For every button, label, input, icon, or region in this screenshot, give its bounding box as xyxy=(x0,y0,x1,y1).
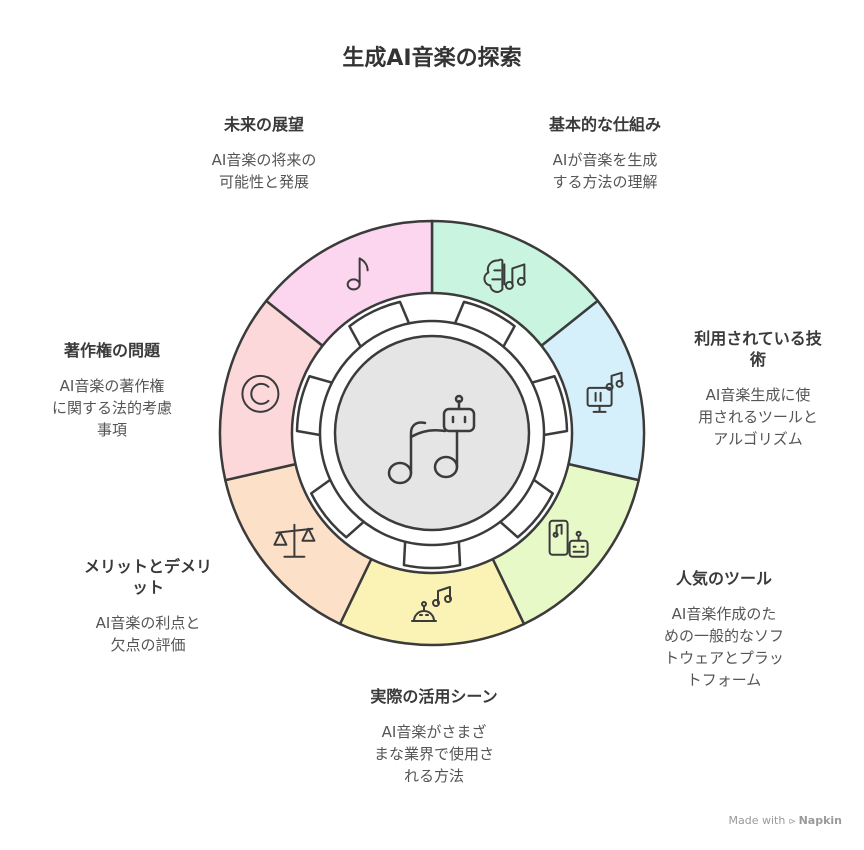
label-proscons-title-line: メリットとデメリ xyxy=(83,557,212,576)
label-tools-desc-line: トフォーム xyxy=(686,671,762,689)
label-future-desc-line: AI音楽の将来の xyxy=(211,151,317,169)
label-future-title: 未来の展望 xyxy=(166,114,362,135)
wheel-segments xyxy=(218,219,646,647)
scales-icon xyxy=(273,523,316,558)
label-technology-title: 利用されている技術 xyxy=(664,328,852,370)
label-usecases: 実際の活用シーン AI音楽がさまざまな業界で使用される方法 xyxy=(336,686,532,787)
wheel-segment xyxy=(265,219,434,347)
label-proscons-title-line: ット xyxy=(131,578,164,597)
label-future-desc: AI音楽の将来の可能性と発展 xyxy=(166,149,362,193)
wheel-segment xyxy=(338,557,526,647)
label-mechanism-desc: AIが音楽を生成する方法の理解 xyxy=(510,149,700,193)
page-title: 生成AI音楽の探索 xyxy=(342,46,522,71)
label-proscons-desc-line: 欠点の評価 xyxy=(110,636,186,654)
label-usecases-title-line: 実際の活用シーン xyxy=(370,687,498,706)
phone-robot-icon xyxy=(548,519,589,558)
label-tools-desc-line: AI音楽作成のた xyxy=(671,605,777,623)
label-copyright-desc-line: 事項 xyxy=(96,421,127,439)
label-mechanism: 基本的な仕組み AIが音楽を生成する方法の理解 xyxy=(510,114,700,193)
label-proscons: メリットとデメリット AI音楽の利点と欠点の評価 xyxy=(50,556,246,656)
label-technology-desc: AI音楽生成に使用されるツールとアルゴリズム xyxy=(664,384,852,450)
gear-ring xyxy=(295,300,569,570)
label-copyright-desc-line: AI音楽の著作権 xyxy=(59,377,165,395)
footer-credit: Made with ⪧ Napkin xyxy=(729,814,842,828)
label-technology-desc-line: AI音楽生成に使 xyxy=(705,386,811,404)
robot-notes-icon xyxy=(411,586,452,622)
footer-made-with: Made with xyxy=(728,814,786,827)
copyright-icon xyxy=(241,374,280,413)
label-tools: 人気のツール AI音楽作成のための一般的なソフトウェアとプラットフォーム xyxy=(626,568,822,691)
footer-brand: Napkin xyxy=(798,814,842,827)
napkin-logo-icon: ⪧ xyxy=(788,814,796,827)
label-mechanism-title-line: 基本的な仕組み xyxy=(548,115,661,134)
center-hub xyxy=(333,334,531,532)
monitor-music-icon xyxy=(586,371,624,413)
label-technology-desc-line: アルゴリズム xyxy=(713,430,803,448)
label-tools-title: 人気のツール xyxy=(626,568,822,589)
label-technology: 利用されている技術 AI音楽生成に使用されるツールとアルゴリズム xyxy=(664,328,852,450)
label-proscons-desc: AI音楽の利点と欠点の評価 xyxy=(50,612,246,656)
label-copyright: 著作権の問題 AI音楽の著作権に関する法的考慮事項 xyxy=(14,340,210,441)
label-tools-desc: AI音楽作成のための一般的なソフトウェアとプラットフォーム xyxy=(626,603,822,691)
label-usecases-desc-line: れる方法 xyxy=(403,767,464,785)
label-usecases-title: 実際の活用シーン xyxy=(336,686,532,707)
label-tools-desc-line: トウェアとプラッ xyxy=(664,649,784,667)
brain-music-icon xyxy=(483,258,526,293)
label-proscons-desc-line: AI音楽の利点と xyxy=(95,614,201,632)
label-future-desc-line: 可能性と発展 xyxy=(218,173,309,191)
label-future-title-line: 未来の展望 xyxy=(223,115,304,134)
label-technology-title-line: 術 xyxy=(749,350,766,369)
label-usecases-desc: AI音楽がさまざまな業界で使用される方法 xyxy=(336,721,532,787)
music-note-icon xyxy=(346,257,369,291)
label-mechanism-desc-line: AIが音楽を生成 xyxy=(552,151,658,169)
label-copyright-desc: AI音楽の著作権に関する法的考慮事項 xyxy=(14,375,210,441)
label-proscons-title: メリットとデメリット xyxy=(50,556,246,598)
label-copyright-title: 著作権の問題 xyxy=(14,340,210,361)
label-mechanism-title: 基本的な仕組み xyxy=(510,114,700,135)
label-technology-desc-line: 用されるツールと xyxy=(698,408,818,426)
label-tools-title-line: 人気のツール xyxy=(675,569,772,588)
label-copyright-title-line: 著作権の問題 xyxy=(63,341,160,360)
label-copyright-desc-line: に関する法的考慮 xyxy=(51,399,172,417)
label-usecases-desc-line: まな業界で使用さ xyxy=(373,745,494,763)
robot-music-icon xyxy=(387,394,476,485)
label-usecases-desc-line: AI音楽がさまざ xyxy=(381,723,487,741)
label-tools-desc-line: めの一般的なソフ xyxy=(663,627,784,645)
label-future: 未来の展望 AI音楽の将来の可能性と発展 xyxy=(166,114,362,193)
label-technology-title-line: 利用されている技 xyxy=(694,329,822,348)
label-mechanism-desc-line: する方法の理解 xyxy=(552,173,658,191)
